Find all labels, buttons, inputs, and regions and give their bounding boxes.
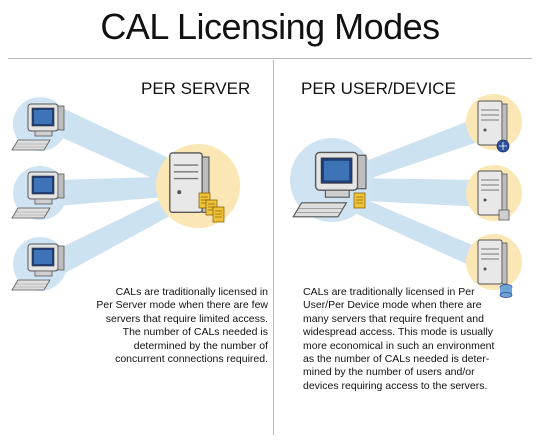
per-user-connectors <box>348 115 484 272</box>
client-computer <box>11 97 67 151</box>
per-user-device-heading: PER USER/DEVICE <box>301 79 456 98</box>
client-computer <box>11 166 67 220</box>
server <box>466 94 522 153</box>
server <box>466 165 522 221</box>
page-title: CAL Licensing Modes <box>100 6 440 47</box>
per-server-heading: PER SERVER <box>141 79 251 98</box>
cal-document-icon <box>353 192 366 209</box>
client-computer <box>11 237 67 291</box>
column-divider <box>273 60 274 435</box>
client-computer <box>290 138 374 222</box>
per-server-description: CALs are traditionally licensed in Per S… <box>96 286 268 366</box>
per-user-device-description: CALs are traditionally licensed in Per U… <box>303 286 495 392</box>
license-server <box>156 144 240 228</box>
title-divider <box>8 58 532 59</box>
server <box>466 234 522 298</box>
